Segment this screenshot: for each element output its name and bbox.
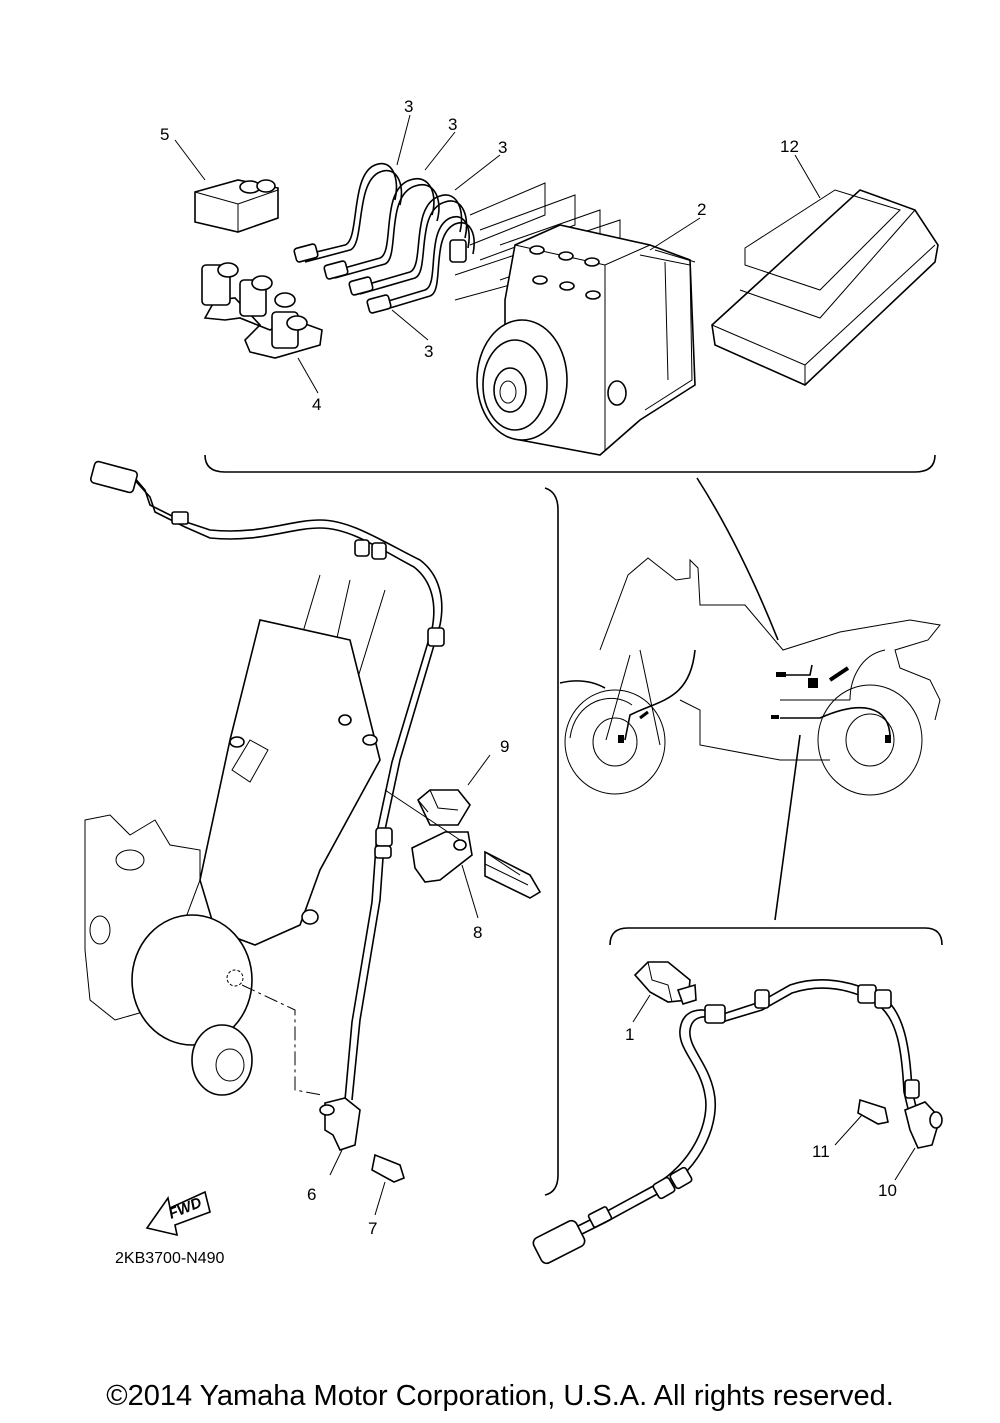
callouts: 1 2 3 3 3 3 4 5 6 7 8 9 10 11 12 bbox=[160, 97, 897, 1238]
callout-3a: 3 bbox=[404, 97, 413, 116]
callout-7: 7 bbox=[368, 1219, 377, 1238]
callout-9: 9 bbox=[500, 737, 509, 756]
front-wheel-sensor-group bbox=[84, 460, 542, 1237]
forward-arrow-icon bbox=[145, 1190, 211, 1237]
callout-4: 4 bbox=[312, 395, 321, 414]
drawing-code: 2KB3700-N490 bbox=[115, 1250, 225, 1267]
callout-12: 12 bbox=[780, 137, 799, 156]
section-divider-top bbox=[204, 454, 936, 473]
callout-1: 1 bbox=[625, 1025, 634, 1044]
callout-3b: 3 bbox=[448, 115, 457, 134]
part-3-brake-pipes bbox=[293, 162, 475, 314]
part-4-junction-block bbox=[201, 262, 323, 359]
part-12-ecu bbox=[711, 189, 939, 386]
part-5-joint bbox=[194, 179, 279, 233]
motorcycle-locator bbox=[544, 477, 943, 1196]
callout-11: 11 bbox=[812, 1142, 830, 1161]
part-2-abs-unit bbox=[476, 224, 696, 456]
callout-5: 5 bbox=[160, 125, 169, 144]
callout-3c: 3 bbox=[498, 138, 507, 157]
copyright-notice: ©2014 Yamaha Motor Corporation, U.S.A. A… bbox=[106, 1380, 894, 1412]
callout-2: 2 bbox=[697, 200, 706, 219]
abs-group bbox=[174, 114, 939, 473]
callout-3d: 3 bbox=[424, 342, 433, 361]
callout-6: 6 bbox=[307, 1185, 316, 1204]
callout-8: 8 bbox=[473, 923, 482, 942]
callout-10: 10 bbox=[878, 1181, 897, 1200]
sensor-lead-group bbox=[532, 961, 943, 1265]
